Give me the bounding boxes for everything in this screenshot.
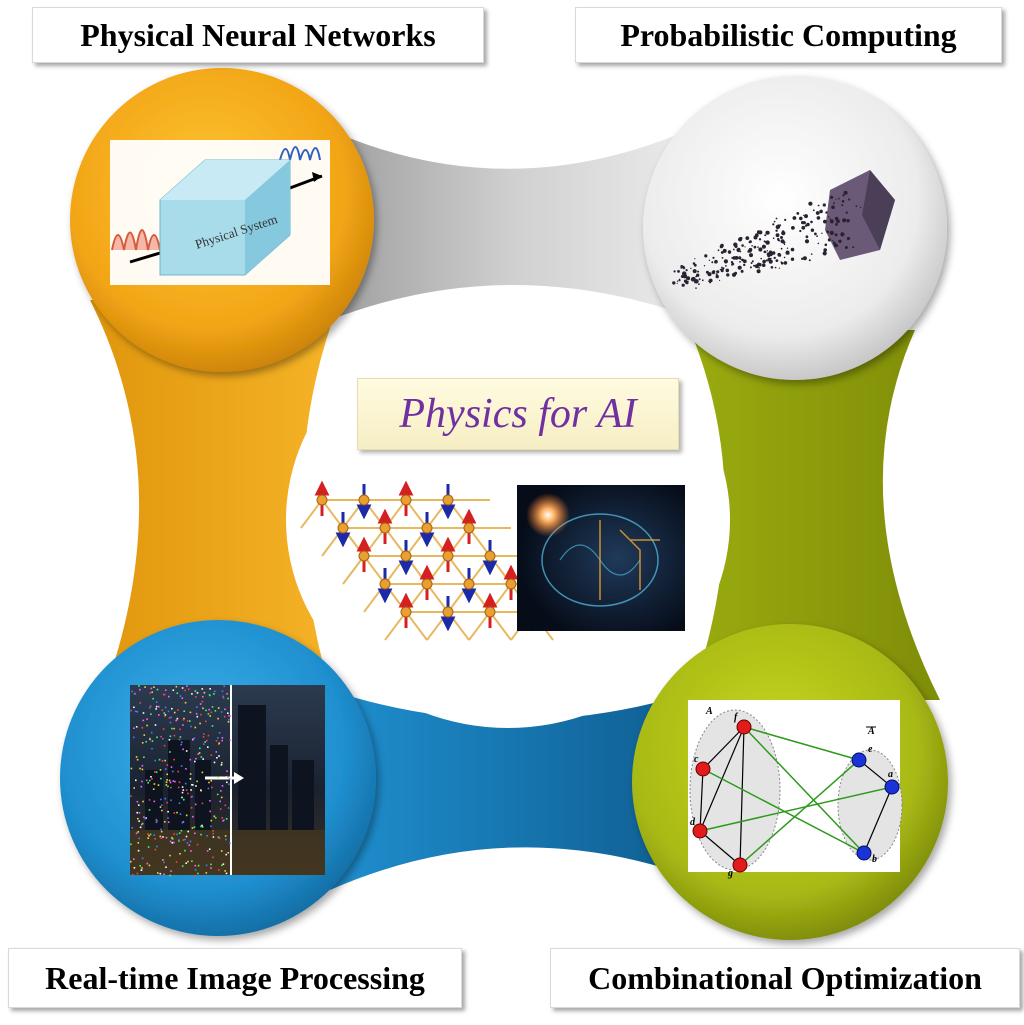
label-real-time-image-processing: Real-time Image Processing	[8, 948, 462, 1008]
center-title: Physics for AI	[357, 378, 679, 450]
left-bridge	[90, 300, 340, 690]
label-physical-neural-networks: Physical Neural Networks	[32, 7, 484, 63]
set-label: A	[705, 706, 713, 717]
graph-figure: A A f c d g e a b	[688, 700, 903, 879]
node-label: a	[888, 769, 893, 780]
right-bridge	[690, 330, 940, 700]
label-probabilistic-computing: Probabilistic Computing	[575, 7, 1002, 63]
node-label: g	[727, 868, 733, 879]
complement-label: A	[867, 726, 875, 737]
graph-node	[732, 857, 748, 873]
label-combinational-optimization: Combinational Optimization	[550, 948, 1020, 1008]
bottom-bridge	[330, 690, 700, 890]
graph-node	[851, 752, 867, 768]
graph-node	[884, 779, 900, 795]
top-bridge	[330, 125, 700, 320]
top-right-lobe	[643, 76, 947, 380]
graph-node	[856, 845, 872, 861]
graph-node	[692, 823, 708, 839]
graph-node	[695, 761, 711, 777]
node-label: f	[734, 712, 739, 723]
city-image-figure	[130, 685, 325, 877]
dice-particles-figure	[672, 170, 895, 289]
node-label: d	[690, 817, 696, 828]
brain-figure	[517, 485, 685, 631]
node-label: e	[868, 744, 873, 755]
graph-node	[736, 719, 752, 735]
node-label: c	[694, 754, 699, 765]
pnn-figure: Physical System	[110, 140, 330, 285]
node-label: b	[872, 854, 877, 865]
